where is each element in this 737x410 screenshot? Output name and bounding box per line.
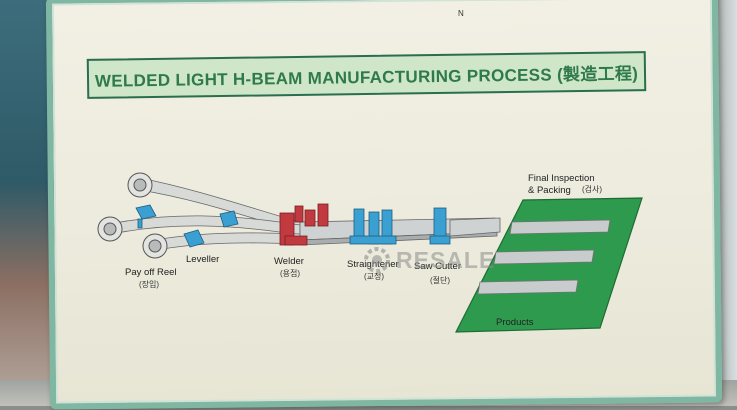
gear-logo-icon: [364, 247, 390, 273]
label-pay-off-reel-ko: (장입): [139, 280, 160, 289]
label-and-packing: & Packing: [528, 185, 571, 196]
finished-beams: [477, 219, 611, 295]
straightener-machine: [349, 208, 397, 245]
label-straightener: Straightener: [347, 259, 399, 270]
pay-off-reels: [97, 172, 168, 259]
label-pay-off-reel: Pay off Reel: [125, 267, 177, 278]
saw-cutter-machine: [429, 207, 451, 245]
label-straightener-ko: (교정): [364, 272, 385, 281]
north-mark: N: [458, 9, 464, 18]
label-saw-cutter: Saw Cutter: [414, 261, 461, 272]
final-inspection-platform: [455, 197, 643, 333]
reel-stands: [135, 204, 239, 248]
label-final-inspection: Final Inspection: [528, 173, 595, 184]
label-final-inspection-ko: (검사): [582, 185, 603, 194]
main-beam-line: [299, 217, 498, 246]
label-welder: Welder: [274, 256, 304, 267]
label-leveller: Leveller: [186, 254, 220, 265]
output-conveyor: [449, 217, 501, 237]
label-products: Products: [496, 317, 534, 328]
label-welder-ko: (용접): [280, 269, 301, 278]
welder-machine: [279, 203, 329, 246]
label-saw-cutter-ko: (절단): [430, 276, 451, 285]
watermark-text: RESALE: [396, 246, 496, 273]
resale-watermark: RESALE: [362, 240, 500, 280]
